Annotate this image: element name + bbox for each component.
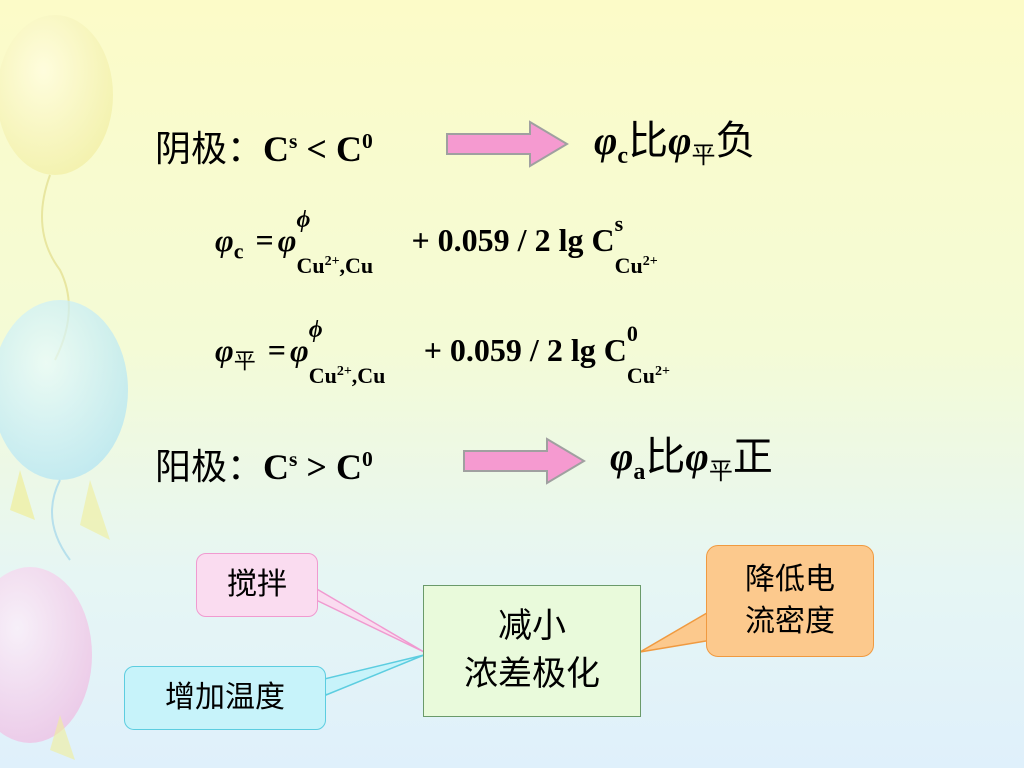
cathode-arrow-icon xyxy=(446,120,569,168)
anode-cs: Cs xyxy=(263,447,298,487)
cathode-result: φc比φ平负 xyxy=(594,118,756,169)
raise-temperature-callout: 增加温度 xyxy=(124,666,326,730)
cathode-line: 阴极：Cs < C0 xyxy=(155,120,373,172)
cathode-cs: Cs xyxy=(263,129,298,169)
cathode-relation: < xyxy=(306,129,327,169)
stir-callout: 搅拌 xyxy=(196,553,318,617)
anode-label: 阳极： xyxy=(155,447,264,488)
anode-relation: > xyxy=(306,447,327,487)
lower-current-density-callout: 降低电 流密度 xyxy=(706,545,874,657)
reduce-concentration-polarization-box: 减小 浓差极化 xyxy=(423,585,641,717)
anode-line: 阳极：Cs > C0 xyxy=(155,438,373,490)
anode-c0: C0 xyxy=(335,447,373,487)
cathode-c0: C0 xyxy=(335,129,373,169)
anode-result: φa比φ平正 xyxy=(610,434,773,485)
cathode-label: 阴极： xyxy=(155,129,264,170)
anode-arrow-icon xyxy=(463,437,586,485)
